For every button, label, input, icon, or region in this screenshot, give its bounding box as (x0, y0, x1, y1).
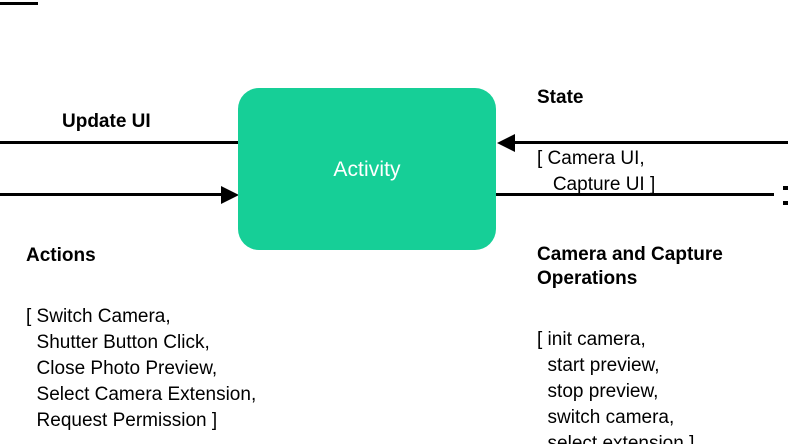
flow-body-state: [ Camera UI, Capture UI ] (537, 148, 656, 195)
flow-block-operations: Camera and Capture Operations [ init cam… (537, 207, 723, 444)
clipped-edge-fragment-upper (783, 186, 788, 190)
flow-body-actions: [ Switch Camera, Shutter Button Click, C… (26, 306, 257, 431)
clipped-top-bar (0, 2, 38, 5)
flow-block-actions: Actions [ Switch Camera, Shutter Button … (26, 208, 256, 444)
clipped-edge-fragment-lower (783, 201, 788, 205)
flow-body-operations: [ init camera, start preview, stop previ… (537, 329, 695, 444)
connector-update-ui (0, 141, 240, 144)
connector-operations (494, 193, 774, 196)
activity-node-label: Activity (333, 157, 401, 181)
connector-actions (0, 193, 228, 196)
arrowhead-state-icon (497, 134, 515, 152)
flow-label-update-ui: Update UI (62, 111, 151, 132)
activity-node[interactable]: Activity (238, 88, 496, 250)
connector-state (512, 141, 788, 144)
arrowhead-actions-icon (221, 186, 239, 204)
flow-heading-state: State (537, 87, 584, 108)
flow-heading-operations: Camera and Capture Operations (537, 244, 723, 289)
flow-block-state: State [ Camera UI, Capture UI ] (537, 50, 655, 234)
flow-heading-actions: Actions (26, 245, 96, 266)
